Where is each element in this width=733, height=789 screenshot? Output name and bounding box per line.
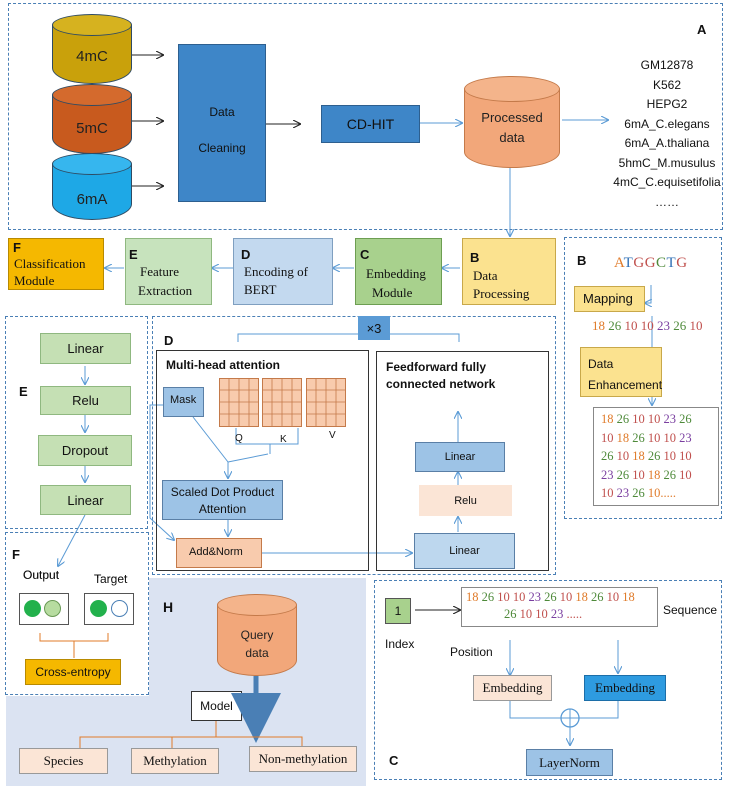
dataset-item: 5hmC_M.musulus — [618, 155, 716, 170]
e-relu: Relu — [40, 386, 131, 415]
dataset-item: K562 — [652, 77, 682, 92]
sequence-row-2: 26 10 10 23 ..... — [504, 607, 583, 621]
matrix-row: 23 26 10 18 26 10 — [601, 467, 692, 482]
species-output: Species — [19, 748, 108, 774]
stage-e-feature-extraction: E Feature Extraction — [125, 238, 212, 305]
mapping-box: Mapping — [574, 286, 645, 312]
q-label: Q — [235, 433, 243, 444]
stage-d-encoding: D Encoding of BERT — [233, 238, 333, 305]
stage-c-embedding: C Embedding Module — [355, 238, 442, 305]
processed-data-cylinder: Processed data — [464, 76, 560, 168]
e-dropout: Dropout — [38, 435, 132, 466]
panel-f-letter: F — [12, 547, 20, 562]
mha-block — [156, 350, 369, 571]
k-label: K — [280, 434, 287, 445]
f-bracket-redraw — [39, 633, 109, 658]
matrix-row: 10 18 26 10 10 23 — [601, 430, 692, 445]
panel-a-border — [8, 3, 723, 230]
feedforward-block — [376, 351, 549, 571]
index-label: Index — [385, 637, 415, 651]
position-label: Position — [450, 645, 493, 659]
cylinder-6ma: 6mA — [52, 153, 132, 220]
mask-box: Mask — [163, 387, 204, 417]
matrix-row: 26 10 18 26 10 10 — [601, 449, 692, 464]
dataset-item: 6mA_A.thaliana — [624, 136, 710, 150]
stage-f-classification: F Classification Module — [8, 238, 104, 290]
panel-d-border — [152, 316, 556, 575]
dataset-item: 6mA_C.elegans — [624, 116, 710, 131]
panel-b-letter: B — [577, 253, 587, 268]
dataset-item: 4mC_C.equisetifolia — [613, 175, 721, 189]
dataset-list: GM12878 K562 HEPG2 6mA_C.elegans 6mA_A.t… — [608, 56, 726, 212]
sequence-embedding: Embedding — [584, 675, 666, 701]
data-cleaning-box: Data Cleaning — [178, 44, 266, 202]
layernorm-box: LayerNorm — [526, 749, 613, 776]
enhanced-matrix: 18 26 10 10 23 26 10 18 26 10 10 23 26 1… — [593, 407, 719, 506]
mha-title: Multi-head attention — [166, 358, 280, 372]
matrix-row: 10 23 26 10..... — [601, 486, 676, 501]
panel-f-border-redraw — [5, 532, 149, 695]
panel-a-letter: A — [697, 22, 707, 37]
output-label-redraw: Output — [23, 568, 60, 582]
e-linear-top: Linear — [40, 333, 131, 364]
cylinder-5mc: 5mC — [52, 84, 132, 154]
add-norm-box: Add&Norm — [176, 538, 262, 568]
panel-e-border — [5, 316, 148, 529]
dna-sequence: ATGGCTG — [614, 255, 688, 271]
panel-e-letter: E — [19, 384, 28, 399]
stage-b-data-processing: B Data Processing — [462, 238, 556, 305]
ff-linear-top: Linear — [415, 442, 505, 472]
ff-relu: Relu — [419, 485, 512, 516]
repeat-badge: ×3 — [358, 316, 390, 340]
position-embedding: Embedding — [473, 675, 552, 701]
panel-b-border — [564, 237, 722, 519]
index-box: 1 — [385, 598, 411, 624]
query-data-cylinder: Query data — [217, 594, 297, 676]
cross-entropy-box-redraw: Cross-entropy — [25, 659, 121, 685]
data-enhancement-box: Data Enhancement — [580, 347, 662, 397]
output-vector-redraw — [19, 593, 69, 625]
k-matrix — [262, 378, 302, 427]
target-label-redraw: Target — [94, 572, 128, 586]
panel-c-letter: C — [389, 753, 399, 768]
non-methylation-output: Non-methylation — [249, 746, 357, 772]
v-matrix — [306, 378, 346, 427]
panel-h-letter: H — [163, 599, 174, 615]
sequence-row-1: 18 26 10 10 23 26 10 18 26 10 18 — [466, 590, 635, 604]
v-label: V — [329, 430, 336, 441]
scaled-dot-product-attention: Scaled Dot Product Attention — [162, 480, 283, 520]
dataset-item: …… — [655, 194, 679, 209]
panel-c-border — [374, 580, 722, 780]
q-matrix — [219, 378, 259, 427]
dataset-item: GM12878 — [640, 58, 694, 72]
ff-linear-bottom: Linear — [414, 533, 515, 569]
feedforward-title: Feedforward fully connected network — [386, 360, 496, 391]
target-vector-redraw — [84, 593, 134, 625]
mapped-numbers: 18 26 10 10 23 26 10 — [592, 318, 703, 333]
panel-d-letter: D — [164, 333, 174, 348]
e-linear-bottom: Linear — [40, 485, 131, 515]
sequence-box: 18 26 10 10 23 26 10 18 26 10 18 26 10 1… — [461, 587, 658, 627]
matrix-row: 18 26 10 10 23 26 — [601, 412, 692, 426]
sequence-label: Sequence — [663, 603, 718, 617]
dataset-item: HEPG2 — [646, 97, 688, 111]
cd-hit-box: CD-HIT — [321, 105, 420, 143]
methylation-output: Methylation — [131, 748, 219, 774]
